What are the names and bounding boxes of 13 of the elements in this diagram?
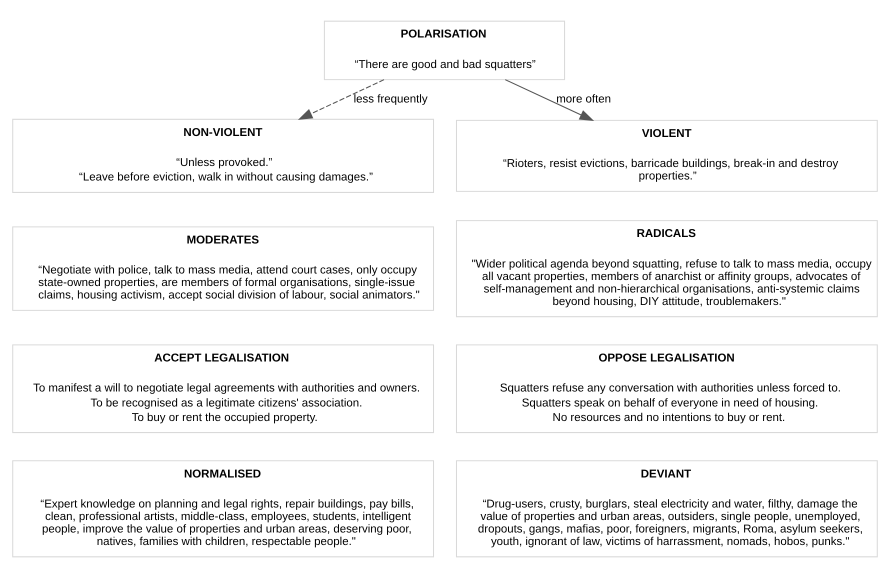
node-box: NON-VIOLENT “Unless provoked.” “Leave before eviction, walk in without causing damages.” [12, 118, 434, 192]
node-box: NORMALISED “Expert knowledge on planning and legal rights, repair buildings, pay bills, clean, professional artists, middle-class, employees, students, intelligent people, improve the value of properties and urban areas, deserving poor, natives, families with children, respectable people." [12, 460, 434, 557]
node-box: MODERATES “Negotiate with police, talk to mass media, attend court cases, only occupy state-owned properties, are members of formal organisations, single-issue claims, housing activism, accept social division of labour, social animators." [12, 226, 434, 310]
node-box: POLARISATION “There are good and bad squatters” [324, 20, 566, 80]
edge-label: less frequently [354, 92, 428, 105]
node-box: ACCEPT LEGALISATION To manifest a will to negotiate legal agreements with authorities and owners. To be recognised as a legitimate citizens' association. To buy or rent the occupied property. [12, 344, 434, 433]
node-box: DEVIANT “Drug-users, crusty, burglars, steal electricity and water, filthy, damage the value of properties and urban areas, outsiders, single people, unemployed, dropouts, gangs, mafias, poor, foreigners, migrants, Roma, asylum seekers, youth, ignorant of law, victims of harrassment, nomads, hobos, punks." [456, 460, 878, 557]
arrow [505, 78, 594, 121]
node-box: RADICALS "Wider political agenda beyond squatting, refuse to talk to mass media, occupy all vacant properties, members of anarchist or affinity groups, advocates of self-management and non-hierarchical organisations, anti-systemic claims beyond housing, DIY attitude, troublemakers." [456, 220, 878, 317]
edge-label: more often [556, 92, 612, 105]
node-box: VIOLENT “Rioters, resist evictions, barricade buildings, break-in and destroy properties.” [456, 119, 878, 192]
node-box: OPPOSE LEGALISATION Squatters refuse any conversation with authorities unless forced to. Squatters speak on behalf of everyone in need of housing. No resources and no intentions to buy or rent. [456, 344, 878, 433]
arrow [298, 78, 384, 120]
